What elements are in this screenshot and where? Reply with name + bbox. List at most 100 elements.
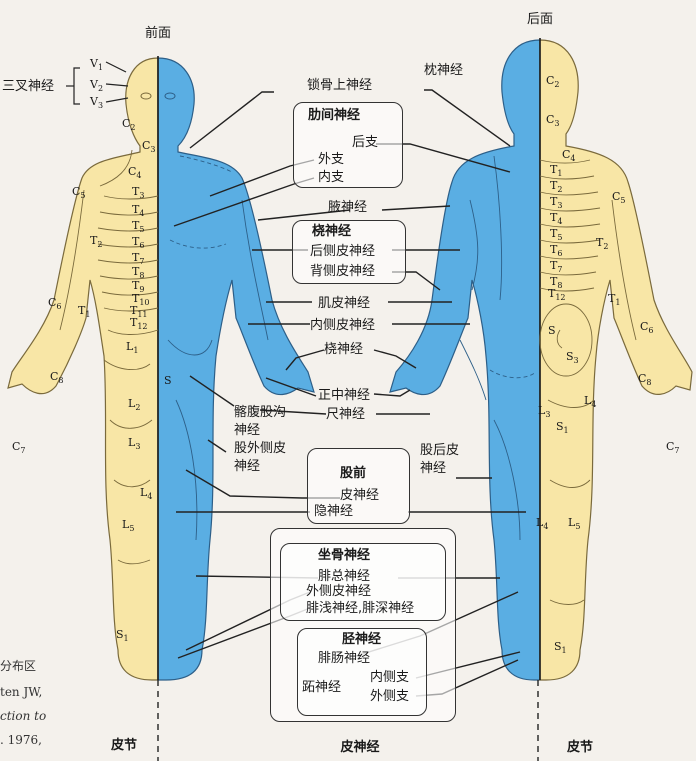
- dermatome-s-back: S: [548, 324, 556, 337]
- caption-line-1: 分布区: [0, 659, 37, 673]
- dermatome-t2-back: T2: [550, 179, 563, 195]
- dermatome-l4-front: L4: [140, 486, 153, 502]
- superficial-deep-peroneal-label: 腓浅神经,腓深神经: [306, 601, 415, 616]
- bottom-dermatome-right: 皮节: [566, 740, 594, 755]
- dermatome-t7-back: T7: [550, 259, 563, 275]
- median-nerve-label: 正中神经: [318, 388, 371, 403]
- dermatome-c5-back: C5: [612, 190, 626, 206]
- plantar-lateral-branch: 外侧支: [370, 689, 410, 704]
- back-figure: [389, 38, 693, 681]
- dermatome-c3-front: C3: [142, 139, 156, 155]
- axillary-nerve-label: 腋神经: [328, 200, 368, 215]
- trigeminal-branch-v2: V2: [90, 78, 104, 94]
- dermatome-c5-front: C5: [72, 185, 86, 201]
- saphenous-nerve-label: 隐神经: [314, 504, 354, 519]
- dermatome-s3-back: S3: [566, 350, 579, 366]
- dermatome-l4-back: L4: [584, 394, 597, 410]
- posterior-femoral-cutaneous-label: 股后皮神经: [420, 443, 460, 476]
- dermatome-t11-front: T11: [130, 304, 148, 320]
- tibial-title: 胫神经: [342, 632, 382, 647]
- caption-line-4: . 1976,: [0, 733, 42, 747]
- radial-dorsal-cutaneous: 背侧皮神经: [310, 264, 376, 279]
- intercostal-box: [293, 102, 403, 188]
- dermatome-s1-front: S1: [116, 628, 129, 644]
- intercostal-title: 肋间神经: [308, 108, 361, 123]
- dermatome-c2-front: C2: [122, 117, 136, 133]
- dermatome-t8-front: T8: [132, 265, 145, 281]
- dermatome-t3-back: T3: [550, 195, 563, 211]
- dermatome-t3-front: T3: [132, 185, 145, 201]
- dermatome-t9-front: T9: [132, 279, 145, 295]
- dermatome-c7-front: C7: [12, 440, 26, 456]
- trigeminal-branch-v3: V3: [90, 95, 104, 111]
- dermatome-l5-back: L5: [568, 516, 581, 532]
- occipital-nerve-label: 枕神经: [424, 63, 464, 78]
- plantar-medial-branch: 内侧支: [370, 670, 410, 685]
- dermatome-s1b-back: S1: [554, 640, 567, 656]
- dermatome-t1b-back: T1: [608, 292, 621, 308]
- dermatome-t5-back: T5: [550, 227, 563, 243]
- radial-group-title: 桡神经: [312, 224, 352, 239]
- dermatome-t1-back: T1: [550, 163, 563, 179]
- ulnar-nerve-label: 尺神经: [326, 407, 366, 422]
- trigeminal-bracket: [66, 61, 129, 105]
- dermatome-t7-front: T7: [132, 251, 145, 267]
- lateral-cutaneous-label: 外侧皮神经: [306, 584, 372, 599]
- radial-posterior-cutaneous: 后侧皮神经: [310, 244, 376, 259]
- sciatic-box: [280, 543, 446, 621]
- dermatome-t4-back: T4: [550, 211, 563, 227]
- femoral-box: [307, 448, 410, 524]
- intercostal-lateral-branch: 外支: [318, 152, 345, 167]
- dermatome-t2-front: T2: [90, 234, 103, 250]
- musculocutaneous-nerve-label: 肌皮神经: [318, 296, 371, 311]
- dermatome-s1-back: S1: [556, 420, 569, 436]
- sciatic-title: 坐骨神经: [318, 548, 371, 563]
- dermatome-t6-back: T6: [550, 243, 563, 259]
- femoral-cutaneous-label: 皮神经: [340, 488, 380, 503]
- lateral-femoral-cutaneous-label: 股外侧皮神经: [234, 441, 287, 474]
- dermatome-l5-front: L5: [122, 518, 135, 534]
- dermatome-c7-back: C7: [666, 440, 680, 456]
- dermatome-c8-back: C8: [638, 372, 652, 388]
- dermatome-c8-front: C8: [50, 370, 64, 386]
- dermatome-c3-back: C3: [546, 113, 560, 129]
- radial-nerve-label: 桡神经: [324, 342, 364, 357]
- caption-line-3: ction to: [0, 709, 47, 723]
- medial-cutaneous-nerve-label: 内侧皮神经: [310, 318, 376, 333]
- dermatome-t2b-back: T2: [596, 236, 609, 252]
- trigeminal-branch-v1: V1: [90, 57, 104, 73]
- dermatome-t8-back: T8: [550, 275, 563, 291]
- dermatome-t5-front: T5: [132, 219, 145, 235]
- tibial-box: [297, 628, 427, 716]
- front-figure: [7, 56, 315, 681]
- dermatome-c6-front: C6: [48, 296, 62, 312]
- supraclavicular-nerve-label: 锁骨上神经: [307, 78, 373, 93]
- radial-box: [292, 220, 406, 284]
- bottom-cutaneous-nerve: 皮神经: [340, 740, 380, 755]
- dermatome-t1-front: T1: [78, 304, 91, 320]
- caption-line-2: ten JW,: [0, 685, 43, 699]
- dermatome-c6-back: C6: [640, 320, 654, 336]
- plantar-nerve-label: 跖神经: [302, 680, 342, 695]
- dermatome-t10-front: T10: [132, 292, 150, 308]
- section-dividers: [157, 680, 539, 761]
- dermatome-l3-front: L3: [128, 436, 141, 452]
- intercostal-posterior-branch: 后支: [352, 135, 379, 150]
- dermatome-t4-front: T4: [132, 203, 145, 219]
- dermatome-t12-front: T12: [130, 316, 148, 332]
- front-view-title: 前面: [144, 26, 172, 41]
- dermatome-c2-back: C2: [546, 74, 560, 90]
- dermatome-c4-front: C4: [128, 165, 142, 181]
- bottom-dermatome-left: 皮节: [110, 738, 138, 753]
- dermatome-l4b-back: L4: [536, 516, 549, 532]
- sural-nerve-label: 腓肠神经: [318, 651, 371, 666]
- dermatome-l3-back: L3: [538, 404, 551, 420]
- intercostal-medial-branch: 内支: [318, 170, 345, 185]
- dermatome-t12-back: T12: [548, 287, 566, 303]
- back-view-title: 后面: [526, 12, 554, 27]
- femoral-title: 股前: [340, 466, 367, 481]
- ilioinguinal-nerve-label: 髂腹股沟神经: [234, 405, 287, 438]
- dermatome-t6-front: T6: [132, 235, 145, 251]
